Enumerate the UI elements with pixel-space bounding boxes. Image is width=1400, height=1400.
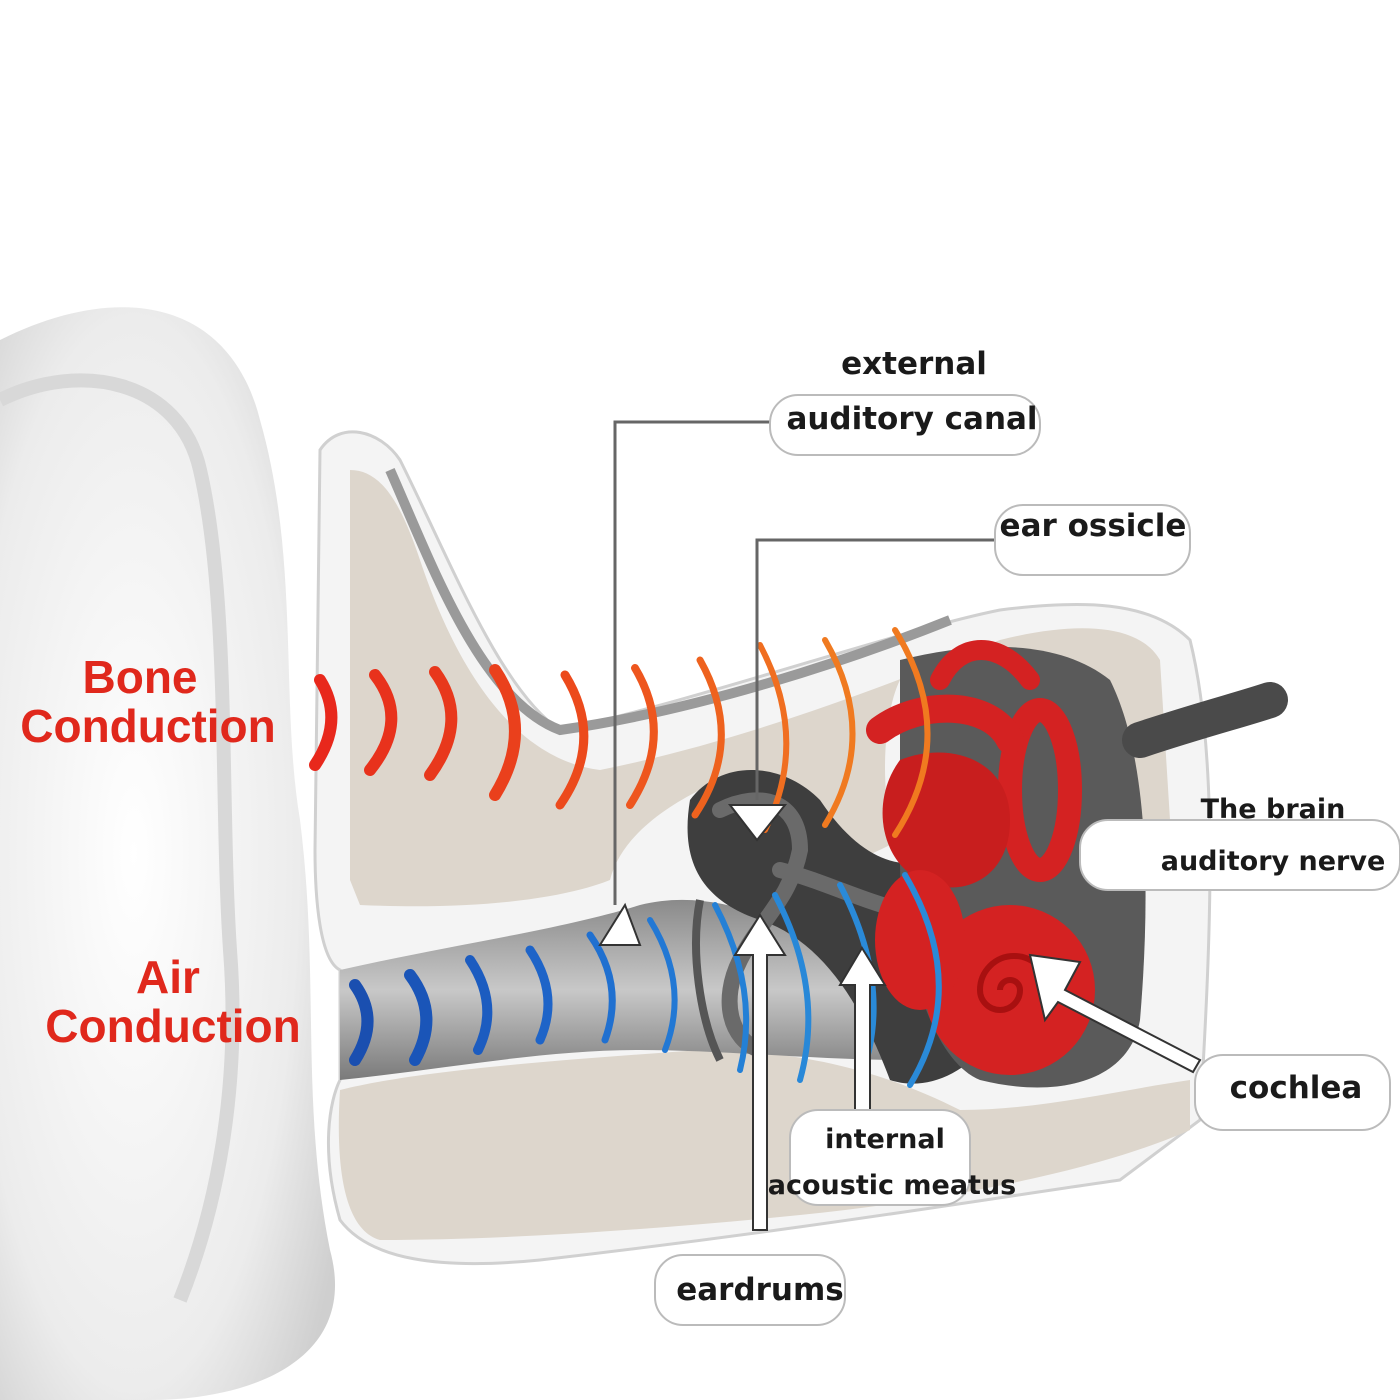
upper-bone-tissue <box>350 470 1170 907</box>
canal-leader-line <box>613 420 780 905</box>
air-wave-arc <box>586 931 616 1044</box>
meatus-label-box <box>789 1109 971 1206</box>
ear-ossicle-label: ear ossicle <box>1000 508 1187 544</box>
internal-acoustic-meatus-label-line2: acoustic meatus <box>768 1170 1017 1201</box>
canal-label-box <box>769 394 1041 456</box>
eardrums-label-box <box>654 1254 846 1326</box>
eardrum-membrane <box>692 899 724 1062</box>
internal-acoustic-meatus-label-line1: internal <box>825 1124 945 1155</box>
inner-ear-labyrinth <box>866 640 1082 882</box>
air-wave-arc <box>902 872 942 1088</box>
air-conduction-waves <box>349 872 942 1088</box>
air-conduction-label-line2: Conduction <box>45 1000 301 1052</box>
bone-conduction-label-line1: Bone <box>83 651 198 703</box>
semicircular-canal-lower <box>875 870 965 1010</box>
external-auditory-canal-label-line1: external <box>841 346 987 382</box>
air-wave-arc <box>349 979 374 1066</box>
cochlea-label: cochlea <box>1230 1070 1363 1106</box>
meatus-arrow <box>838 946 887 1111</box>
auditory-nerve-label-line2: auditory nerve <box>1161 846 1386 877</box>
air-wave-arc <box>525 945 553 1045</box>
vestibule <box>882 752 1010 888</box>
bone-conduction-label-line2: Conduction <box>20 700 276 752</box>
cochlea-label-box <box>1194 1054 1391 1131</box>
cochlea-spiral <box>976 953 1051 1013</box>
bone-wave-arc <box>691 656 725 819</box>
ossicle-label-box <box>994 504 1191 576</box>
external-auditory-canal-label-line2: auditory canal <box>786 401 1037 437</box>
air-conduction-label-line1: Air <box>136 951 200 1003</box>
bone-wave-arc <box>489 664 521 801</box>
bone-wave-arc <box>626 664 658 809</box>
leader-lines <box>613 420 1000 905</box>
outer-ear-auricle <box>0 307 336 1400</box>
air-wave-arc <box>712 902 750 1073</box>
cochlea-shape <box>925 905 1095 1075</box>
air-wave-arc <box>404 969 433 1066</box>
air-wave-arc <box>772 892 812 1083</box>
canal-arrow <box>598 902 642 946</box>
ear-helix-fold <box>0 373 240 1303</box>
brain-label-line1: The brain <box>1201 794 1346 825</box>
air-wave-arc <box>465 955 493 1055</box>
pointer-arrows <box>598 804 1202 1231</box>
upper-canal-ridge <box>385 467 952 736</box>
bone-wave-arc <box>424 666 458 781</box>
bone-wave-arc <box>309 674 338 771</box>
air-wave-arc <box>647 917 678 1053</box>
cochlea-arrow <box>1028 953 1202 1074</box>
bone-wave-arc <box>892 627 931 838</box>
ossicle-leader-line <box>755 538 1000 800</box>
eardrums-label: eardrums <box>676 1272 844 1308</box>
bone-wave-arc <box>822 637 856 828</box>
bone-wave-arc <box>364 669 398 776</box>
eardrums-arrow <box>733 913 787 1231</box>
bone-conduction-waves <box>309 627 931 838</box>
nerve-label-box <box>1079 819 1400 891</box>
label-bubbles <box>654 394 1400 1326</box>
auditory-nerve <box>1122 682 1288 758</box>
ossicle-arrow <box>727 804 788 842</box>
bone-wave-arc <box>555 670 589 810</box>
